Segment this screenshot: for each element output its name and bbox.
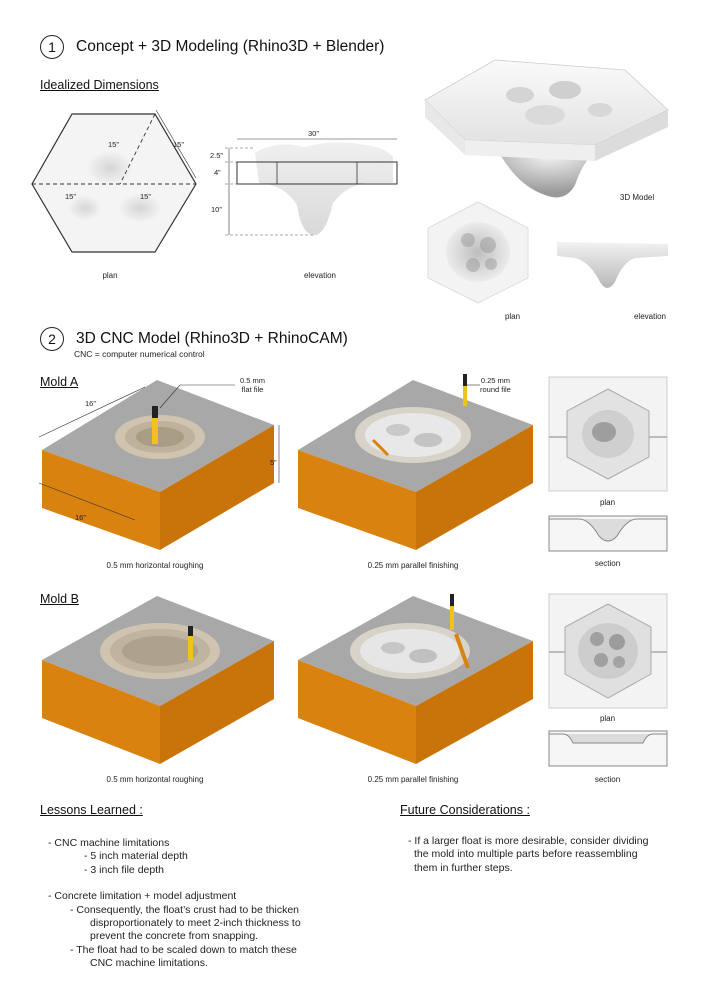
plan-render	[427, 201, 529, 304]
caption-plan-render: plan	[504, 312, 521, 321]
section-2-title: 2 3D CNC Model (Rhino3D + RhinoCAM)	[40, 327, 348, 351]
lesson-item-6: disproportionately to meet 2-inch thickn…	[90, 917, 301, 930]
plan-dim-4: 15”	[140, 192, 151, 201]
mold-b-plan-caption: plan	[599, 714, 616, 723]
lesson-item-4: - Concrete limitation + model adjustment	[48, 890, 237, 903]
mold-a-plan	[548, 376, 668, 492]
mold-a-dim-d: 16”	[75, 513, 86, 522]
idealized-dimensions-heading: Idealized Dimensions	[40, 78, 159, 92]
future-item-1: - If a larger float is more desirable, c…	[408, 835, 649, 847]
section-2-subtitle: CNC = computer numerical control	[74, 349, 205, 359]
future-list: - If a larger float is more desirable, c…	[400, 835, 695, 875]
elevation-render	[557, 242, 668, 288]
mold-a-roughing-caption: 0.5 mm horizontal roughing	[106, 561, 204, 570]
lesson-item-7: prevent the concrete from snapping.	[90, 930, 259, 943]
plan-hexagon-drawing	[31, 109, 197, 253]
tool1-callout-line	[159, 384, 235, 409]
mold-a-dimension-lines	[38, 386, 280, 521]
mold-b-plan	[548, 593, 668, 709]
mold-b-roughing-caption: 0.5 mm horizontal roughing	[106, 775, 204, 784]
lesson-item-1: - CNC machine limitations	[48, 837, 170, 849]
lesson-item-3: - 3 inch file depth	[84, 863, 164, 876]
mold-a-section-caption: section	[594, 559, 621, 568]
tool2-size: 0.25 mm	[480, 376, 511, 385]
caption-elevation: elevation	[303, 271, 337, 280]
mold-b-finishing-block	[298, 594, 533, 764]
section-1-number: 1	[40, 35, 64, 59]
tool2-callout-line	[467, 384, 480, 386]
tool1-label: 0.5 mm flat file	[240, 376, 265, 394]
lesson-item-5: - Consequently, the float’s crust had to…	[70, 903, 299, 916]
mold-b-section	[548, 730, 668, 767]
section-1-title: 1 Concept + 3D Modeling (Rhino3D + Blend…	[40, 35, 384, 59]
mold-b-finishing-caption: 0.25 mm parallel finishing	[367, 775, 459, 784]
mold-b-roughing-block	[42, 596, 274, 764]
lesson-item-9: CNC machine limitations.	[90, 957, 208, 970]
tool1-size: 0.5 mm	[240, 376, 266, 385]
tool1-type: flat file	[241, 385, 264, 394]
plan-dim-2: 15”	[173, 140, 184, 149]
lesson-item-2: - 5 inch material depth	[84, 850, 188, 863]
section-2-number: 2	[40, 327, 64, 351]
mold-a-finishing-caption: 0.25 mm parallel finishing	[367, 561, 459, 570]
mold-a-section	[548, 515, 668, 552]
lessons-title: Lessons Learned :	[40, 803, 143, 817]
mold-a-roughing-block	[42, 380, 274, 550]
caption-plan: plan	[102, 271, 118, 280]
future-item-2: the mold into multiple parts before reas…	[414, 848, 638, 861]
lesson-item-8: - The float had to be scaled down to mat…	[70, 943, 297, 956]
mold-b-section-caption: section	[594, 775, 621, 784]
mold-b-heading: Mold B	[40, 592, 79, 606]
tool2-type: round file	[480, 385, 511, 394]
section-2-title-text: 3D CNC Model (Rhino3D + RhinoCAM)	[76, 330, 348, 347]
mold-a-dim-h: 5”	[270, 458, 277, 467]
mold-a-dim-w: 16”	[85, 399, 96, 408]
mold-a-plan-caption: plan	[599, 498, 616, 507]
caption-elevation-render: elevation	[633, 312, 667, 321]
3d-model-render	[424, 59, 669, 198]
caption-3d-model: 3D Model	[619, 193, 655, 202]
plan-dim-3: 15”	[65, 192, 76, 201]
elev-dim-top: 2.5”	[210, 151, 223, 160]
elev-dim-mid: 4”	[214, 168, 221, 177]
mold-a-heading: Mold A	[40, 375, 79, 389]
mold-a-finishing-block	[298, 374, 533, 550]
elev-dim-bottom: 10”	[211, 205, 222, 214]
tool2-label: 0.25 mm round file	[480, 376, 511, 394]
section-1-title-text: Concept + 3D Modeling (Rhino3D + Blender…	[76, 38, 385, 55]
elev-dim-width: 30”	[308, 129, 319, 138]
lessons-list: - CNC machine limitations - 5 inch mater…	[40, 837, 360, 971]
future-title: Future Considerations :	[400, 803, 530, 817]
future-item-3: them in further steps.	[414, 861, 513, 874]
plan-dim-1: 15”	[108, 140, 119, 149]
elevation-drawing	[225, 138, 398, 236]
